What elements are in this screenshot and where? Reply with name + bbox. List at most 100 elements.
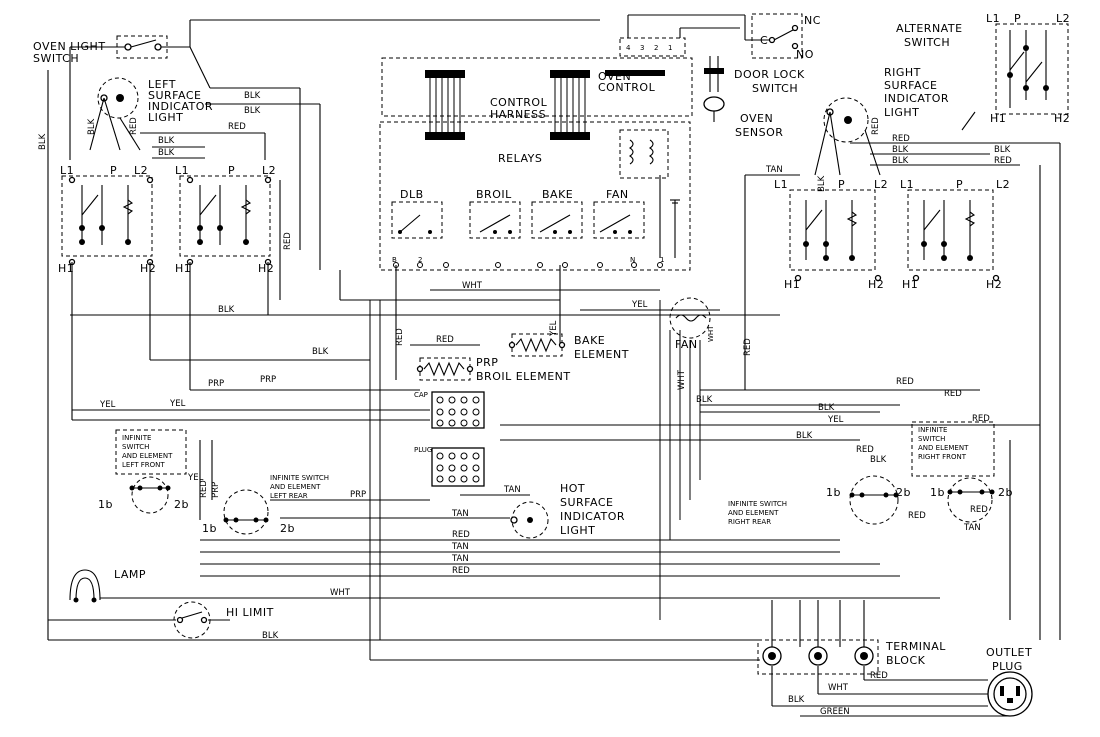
switch-label: SWITCH [122, 443, 149, 451]
relay-bake: BAKE [531, 188, 583, 239]
right-switch-2: L1 P L2 H1 H2 [900, 178, 1010, 291]
infinite-switch-right-rear: INFINITE SWITCH AND ELEMENT RIGHT REAR 1… [728, 475, 911, 526]
oven-control-label-1: OVEN [598, 70, 631, 83]
wire-label: YEL [827, 415, 844, 425]
terminal-label: 3 [640, 44, 644, 52]
wire-label: BLK [218, 305, 235, 315]
terminal-label: 2 [418, 256, 422, 264]
terminal-label: 2b [174, 498, 189, 511]
alternate-switch: ALTERNATE SWITCH L1 P L2 H1 H2 [896, 12, 1070, 125]
wire-label: GREEN [820, 707, 850, 717]
oven-sensor: OVEN SENSOR [703, 56, 783, 139]
terminal-label: H1 [902, 278, 918, 291]
wire-label: TAN [503, 485, 521, 495]
terminal-label: H2 [258, 262, 274, 275]
bake-element: BAKE ELEMENT [508, 333, 629, 361]
oven-light-switch: OVEN LIGHT SWITCH [33, 19, 600, 65]
wire-label: PRP [208, 379, 224, 389]
oven-light-switch-label: OVEN LIGHT [33, 40, 106, 53]
relays-label: RELAYS [498, 152, 542, 165]
terminal-label: L1 [986, 12, 1000, 25]
control-harness-label-2: HARNESS [490, 108, 546, 121]
wire-label: BLK [788, 695, 805, 705]
fan-label: FAN [675, 338, 698, 351]
terminal-label: L1 [900, 178, 914, 191]
switch-label: INFINITE SWITCH [728, 500, 787, 508]
wire-label: RED [395, 328, 405, 346]
wire-label: PRP [211, 482, 221, 498]
wire-label: YEL [631, 300, 648, 310]
connector-label: CAP [414, 391, 428, 399]
switch-label: AND ELEMENT [918, 444, 969, 452]
relays-box [379, 121, 691, 271]
wire-label: RED [856, 445, 874, 455]
relay-label: BAKE [542, 188, 573, 201]
terminal-label: 4 [626, 44, 631, 52]
terminal-label: 2b [896, 486, 911, 499]
wire-label: YEL [99, 400, 116, 410]
right-indicator-label-2: SURFACE [884, 79, 937, 92]
terminal-label: H2 [986, 278, 1002, 291]
wire-label: TAN [451, 542, 469, 552]
broil-element: PRP BROIL ELEMENT [416, 356, 571, 383]
left-indicator-label-1: LEFT [148, 78, 176, 91]
wire-label: RED [129, 117, 139, 135]
wire-label: RED [452, 566, 470, 576]
terminal-label: L1 [175, 164, 189, 177]
terminal-label: L2 [996, 178, 1010, 191]
oven-control-label-2: CONTROL [598, 81, 656, 94]
connector-label: PLUG [414, 446, 432, 454]
pointer-arrow [961, 111, 976, 131]
wire-label: BLK [892, 145, 909, 155]
wire-label: RED [896, 377, 914, 387]
wire-label: RED [283, 232, 293, 250]
wire-label: TAN [451, 554, 469, 564]
wire-label: RED [944, 389, 962, 399]
infinite-switch-left-front: INFINITE SWITCH AND ELEMENT LEFT FRONT Y… [98, 429, 204, 514]
relay-label: BROIL [476, 188, 512, 201]
wire-label: WHT [707, 325, 715, 342]
terminal-label: L2 [262, 164, 276, 177]
terminal-label: 2b [280, 522, 295, 535]
terminal-block-label-2: BLOCK [886, 654, 926, 667]
oven-control-assembly: OVEN CONTROL CONTROL HARNESS RELAYS DLB [379, 57, 693, 271]
wire-label: BLK [818, 403, 835, 413]
terminal-label: L1 [60, 164, 74, 177]
switch-label: INFINITE SWITCH [270, 474, 329, 482]
door-lock-switch: 4 3 2 1 NC C NO DOOR LOCK SWITCH [619, 13, 820, 95]
broil-element-label: BROIL ELEMENT [476, 370, 571, 383]
terminal-label: P [228, 164, 235, 177]
infinite-switch-right-front: INFINITE SWITCH AND ELEMENT RIGHT FRONT … [911, 421, 1013, 523]
bake-element-label-2: ELEMENT [574, 348, 629, 361]
wire-label: BLK [696, 395, 713, 405]
wire-label: RED [452, 530, 470, 540]
terminal-label: 1b [826, 486, 841, 499]
terminal-label: H1 [58, 262, 74, 275]
terminal-label: 2 [654, 44, 658, 52]
terminal-label: P [1014, 12, 1021, 25]
wire-label: BLK [817, 175, 827, 192]
lamp-label: LAMP [114, 568, 146, 581]
wire-label: BLK [262, 631, 279, 641]
wire-label: TAN [451, 509, 469, 519]
switch-label: AND ELEMENT [728, 509, 779, 517]
wire-label: PRP [350, 490, 366, 500]
alternate-switch-label-2: SWITCH [904, 36, 950, 49]
right-indicator-label-1: RIGHT [884, 66, 921, 79]
wire-label: BLK [796, 431, 813, 441]
hot-surface-indicator-light: HOT SURFACE INDICATOR LIGHT [510, 482, 625, 539]
outlet-plug: OUTLET PLUG [986, 646, 1033, 717]
oven-sensor-label-1: OVEN [740, 112, 773, 125]
switch-label: AND ELEMENT [122, 452, 173, 460]
wire-label: BLK [994, 145, 1011, 155]
right-switch-1: L1 P L2 H1 H2 [774, 178, 888, 291]
relay-broil: BROIL [469, 188, 521, 239]
control-harness-label-1: CONTROL [490, 96, 548, 109]
terminal-label: 2b [998, 486, 1013, 499]
wire-label: TAN [765, 165, 783, 175]
right-indicator-label-3: INDICATOR [884, 92, 949, 105]
terminal-label: H2 [140, 262, 156, 275]
right-indicator-label-4: LIGHT [884, 106, 919, 119]
